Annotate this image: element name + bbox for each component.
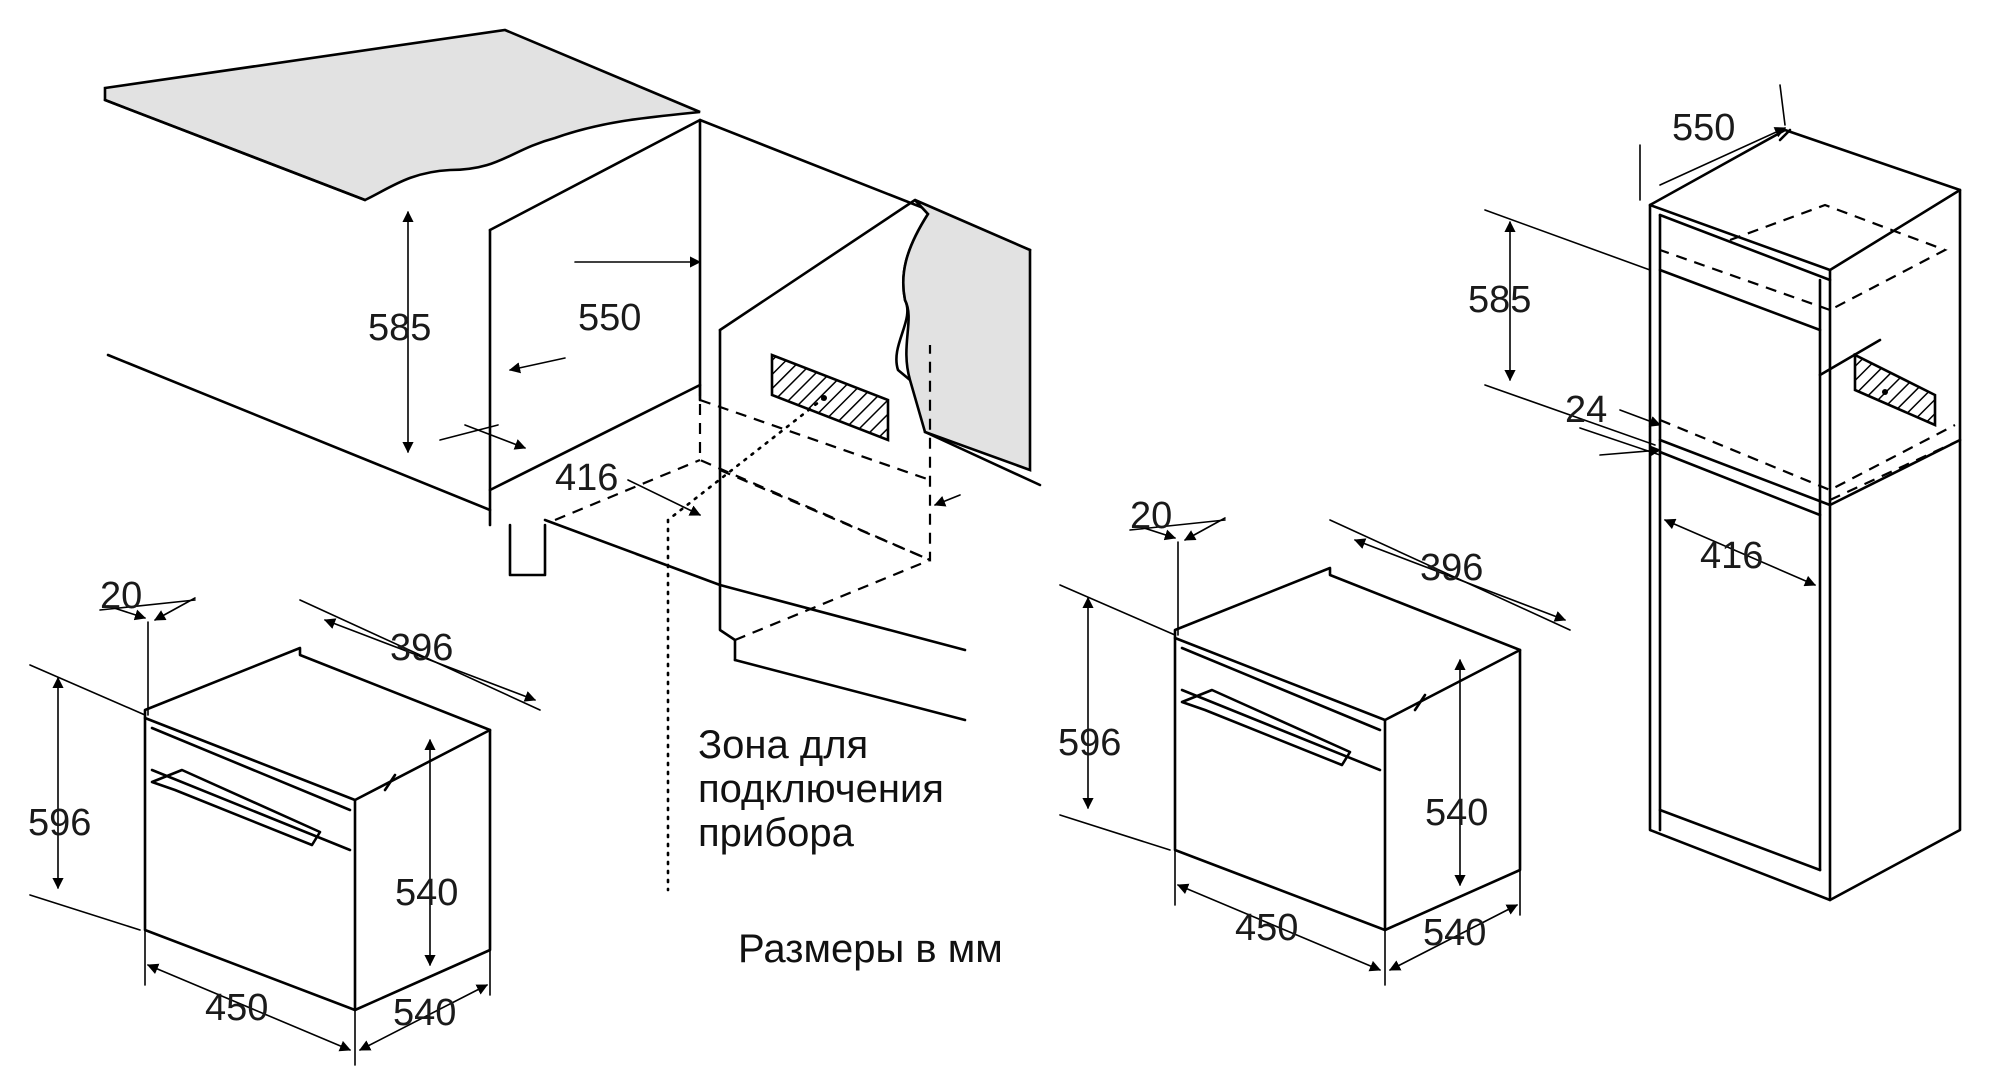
dim-oven-front-2: 20 (1130, 495, 1172, 537)
connection-zone-label-line-1: Зона для (698, 723, 868, 767)
dim-tall-shelf: 24 (1565, 389, 1607, 431)
connection-leader (666, 396, 826, 892)
connection-zone-label-line-3: прибора (698, 811, 855, 855)
dim-oven-width: 450 (205, 987, 268, 1029)
dim-tall-depth: 550 (1672, 107, 1735, 149)
connection-zone-hatch (770, 353, 890, 442)
dim-oven-height: 596 (28, 802, 91, 844)
dim-oven-depth-2: 396 (1420, 547, 1483, 589)
dim-tall-niche-height: 585 (1468, 279, 1531, 321)
dim-oven-height-2: 596 (1058, 722, 1121, 764)
dim-oven-body-height-2: 540 (1425, 792, 1488, 834)
tall-cabinet: 550 585 24 416 (1468, 84, 1962, 902)
dim-oven-body-height: 540 (395, 872, 458, 914)
dim-cab-depth: 550 (578, 297, 641, 339)
dim-oven-body-width: 540 (393, 992, 456, 1034)
units-note: Размеры в мм (738, 927, 1003, 971)
oven-right: 20 396 596 540 450 540 (1058, 495, 1571, 986)
oven-left: 20 396 596 540 450 540 (28, 575, 541, 1066)
connection-zone-label-line-2: подключения (698, 767, 944, 811)
dim-cab-height: 585 (368, 307, 431, 349)
dim-tall-width: 416 (1700, 535, 1763, 577)
dim-oven-depth: 396 (390, 627, 453, 669)
dim-oven-front: 20 (100, 575, 142, 617)
dim-oven-body-width-2: 540 (1423, 912, 1486, 954)
undercounter-cabinet: 585 550 416 (103, 28, 1042, 892)
dim-cab-width: 416 (555, 457, 618, 499)
dim-oven-width-2: 450 (1235, 907, 1298, 949)
worktop (103, 28, 701, 202)
